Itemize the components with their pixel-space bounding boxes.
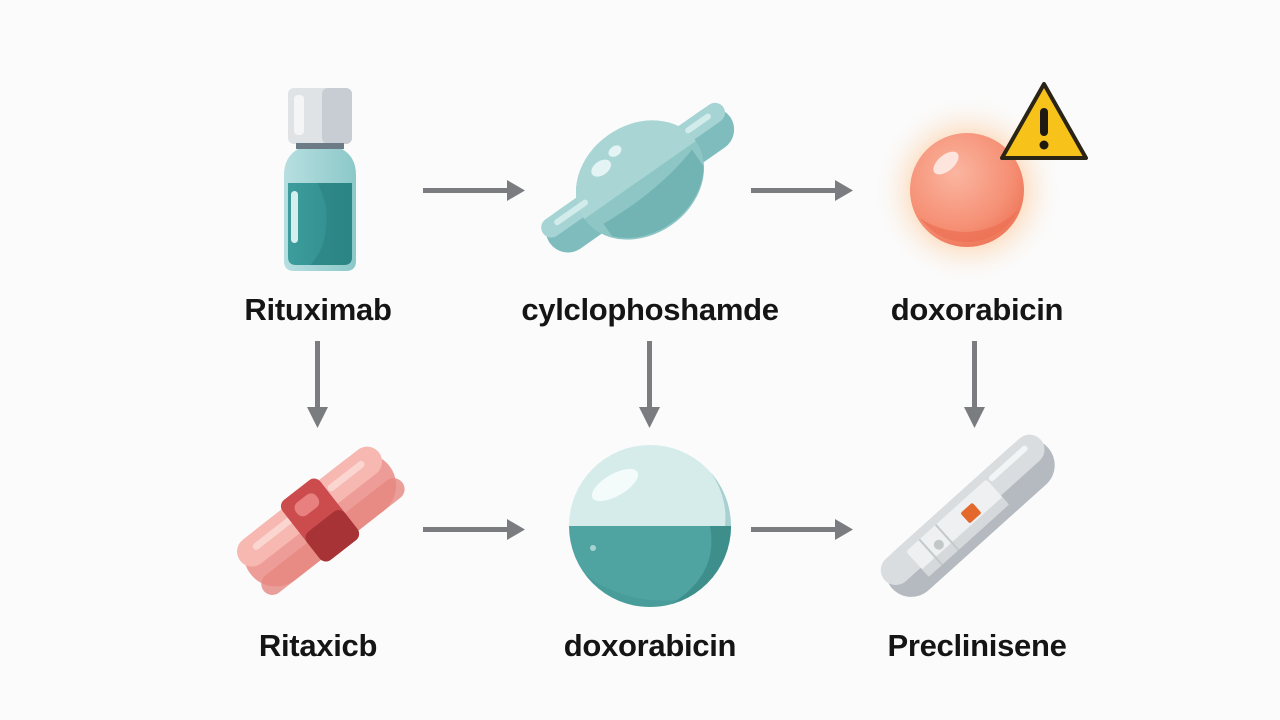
arrow-n2-to-n5 (639, 341, 660, 428)
node-label: Rituximab (244, 292, 392, 327)
capsule-pill-icon (237, 446, 405, 595)
arrow-n2-to-n3 (751, 180, 853, 201)
vial-icon (284, 88, 356, 271)
capsule-blob-icon (541, 102, 735, 253)
warning-icon (1000, 82, 1088, 160)
half-tablet-icon (569, 445, 731, 607)
node-label: doxorabicin (890, 292, 1064, 327)
node-label: Ritaxicb (258, 628, 378, 663)
test-strip-icon (880, 434, 1055, 597)
arrow-n1-to-n2 (423, 180, 525, 201)
node-label: Preclinisene (887, 628, 1067, 663)
arrow-n3-to-n6 (964, 341, 985, 428)
arrow-n1-to-n4 (307, 341, 328, 428)
arrow-n5-to-n6 (751, 519, 853, 540)
node-label: doxorabicin (563, 628, 737, 663)
node-label: cylclophoshamde (521, 292, 779, 327)
arrow-n4-to-n5 (423, 519, 525, 540)
